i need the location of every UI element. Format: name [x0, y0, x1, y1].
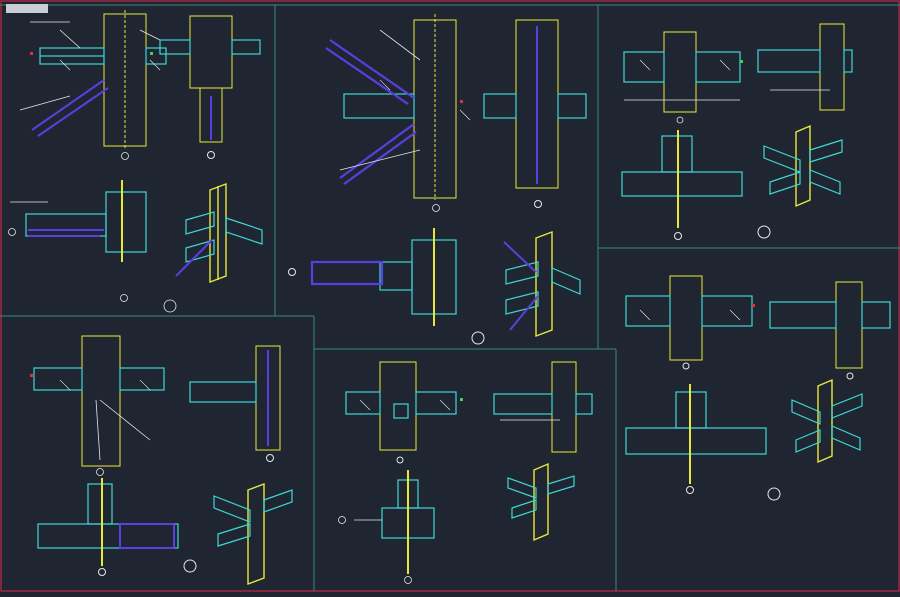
detail-panel-6	[625, 275, 891, 501]
detail-panel-1	[8, 10, 263, 313]
brace	[31, 79, 109, 137]
drawing-title-tag	[6, 4, 48, 13]
annotation-leaders	[59, 59, 741, 411]
detail-panel-2	[288, 14, 587, 345]
panel-dividers	[0, 4, 900, 591]
detail-panel-4	[33, 335, 293, 586]
beam-elevation	[39, 47, 167, 65]
detail-panel-3	[621, 23, 853, 240]
column-elevation	[103, 10, 147, 150]
detail-panel-5	[338, 361, 593, 584]
status-markers	[30, 52, 755, 401]
